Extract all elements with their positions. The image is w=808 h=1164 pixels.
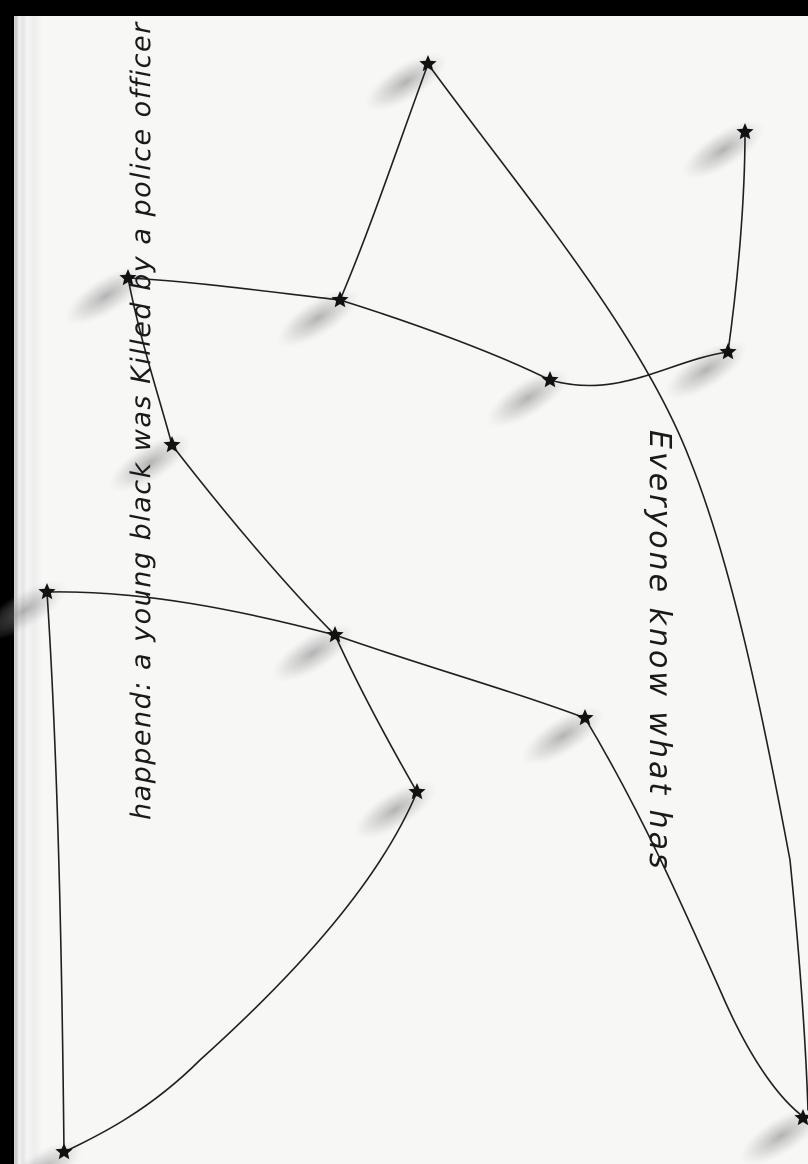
graphite-smudges <box>0 41 808 1164</box>
handwritten-line-1: happend: a young black was Killed by a p… <box>126 21 157 820</box>
line-i <box>47 592 335 635</box>
graphite-smudge <box>0 569 75 650</box>
graphite-smudge <box>656 329 756 410</box>
line-n <box>585 718 805 1118</box>
line-j <box>335 635 585 718</box>
graphite-smudge <box>268 277 368 358</box>
graphite-smudge <box>263 612 363 693</box>
graphite-smudge <box>0 1129 92 1164</box>
line-m <box>64 792 417 1152</box>
line-d <box>340 300 550 380</box>
graphite-smudge <box>731 1095 808 1164</box>
graphite-smudge <box>673 109 773 190</box>
line-b <box>428 64 808 1110</box>
graphite-smudge <box>345 769 445 850</box>
handwritten-line-2: Everyone know what has <box>642 430 677 872</box>
line-h <box>172 445 335 635</box>
constellation-lines <box>47 64 808 1152</box>
line-c <box>128 278 340 300</box>
graphite-smudge <box>513 695 613 776</box>
line-l <box>47 592 64 1152</box>
